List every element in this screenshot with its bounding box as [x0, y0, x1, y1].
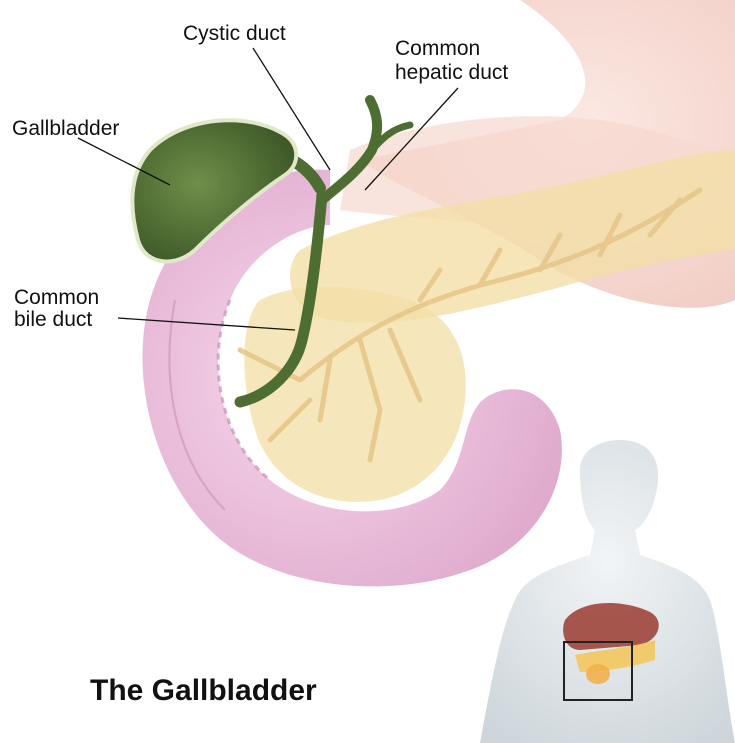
common-hepatic-duct-label-line2: hepatic duct: [395, 61, 508, 85]
common-bile-duct-label-line2: bile duct: [14, 308, 92, 332]
common-bile-duct-label-line1: Common: [14, 286, 99, 310]
common-hepatic-duct-label-line1: Common: [395, 37, 480, 61]
cystic-duct-label: Cystic duct: [183, 22, 286, 46]
diagram-title: The Gallbladder: [90, 674, 317, 708]
gallbladder-label: Gallbladder: [12, 117, 119, 141]
